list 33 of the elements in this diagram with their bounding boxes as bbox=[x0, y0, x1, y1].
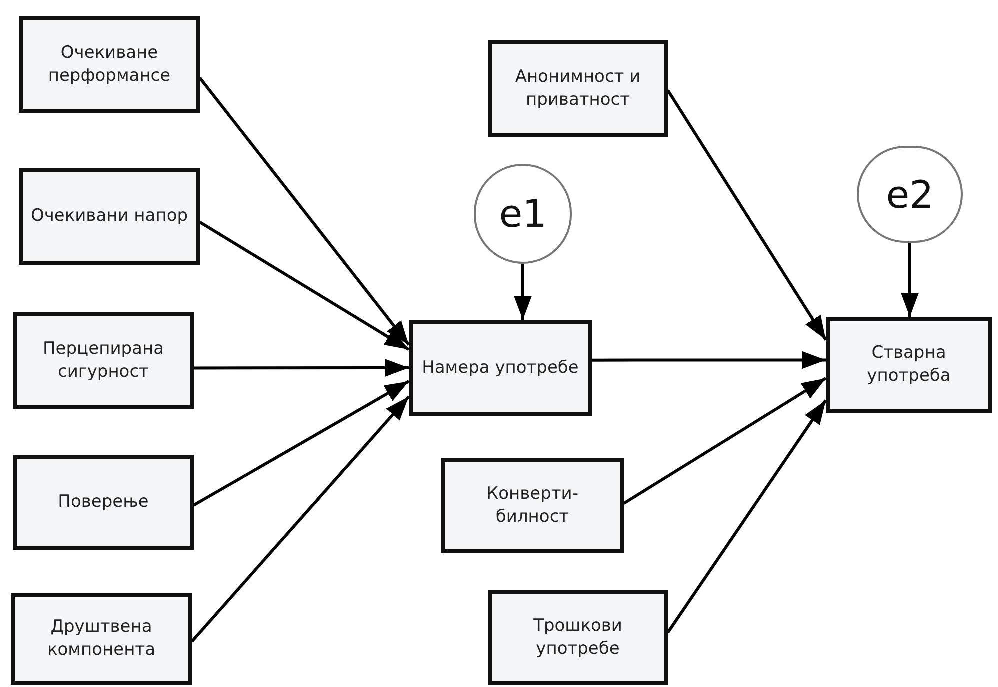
variable-box bbox=[441, 458, 624, 553]
arrow bbox=[198, 77, 410, 346]
variable-box bbox=[13, 455, 194, 550]
box-label: Очекиване перформансе bbox=[47, 42, 172, 88]
arrow bbox=[514, 264, 532, 320]
box-label: Очекивани напор bbox=[30, 205, 188, 228]
circle-label: e2 bbox=[886, 176, 934, 214]
variable-box bbox=[409, 320, 592, 416]
box-label: Намера употребе bbox=[422, 356, 579, 380]
box-label: Конверти- билност bbox=[486, 482, 580, 528]
variable-box bbox=[19, 16, 200, 113]
box-label: Перцепирана сигурност bbox=[42, 338, 165, 384]
variable-box bbox=[11, 593, 192, 685]
arrow bbox=[193, 380, 410, 507]
box-label: Поверење bbox=[58, 491, 149, 514]
arrow bbox=[901, 243, 919, 317]
box-label: Стварна употреба bbox=[866, 342, 952, 388]
variable-box bbox=[826, 317, 992, 413]
variable-box bbox=[488, 40, 668, 137]
arrow bbox=[199, 221, 410, 352]
arrow bbox=[194, 359, 409, 378]
variable-box bbox=[488, 590, 668, 685]
arrow bbox=[592, 351, 826, 370]
box-label: Трошкови употребе bbox=[532, 614, 624, 660]
circle-label: e1 bbox=[499, 195, 547, 233]
box-label: Анонимност и приватност bbox=[514, 66, 642, 112]
variable-box bbox=[19, 168, 200, 265]
arrow bbox=[190, 396, 410, 643]
variable-box bbox=[13, 312, 194, 409]
box-label: Друштвена компонента bbox=[46, 616, 157, 662]
arrow bbox=[666, 400, 828, 634]
arrow bbox=[623, 377, 827, 505]
arrow bbox=[666, 90, 828, 341]
